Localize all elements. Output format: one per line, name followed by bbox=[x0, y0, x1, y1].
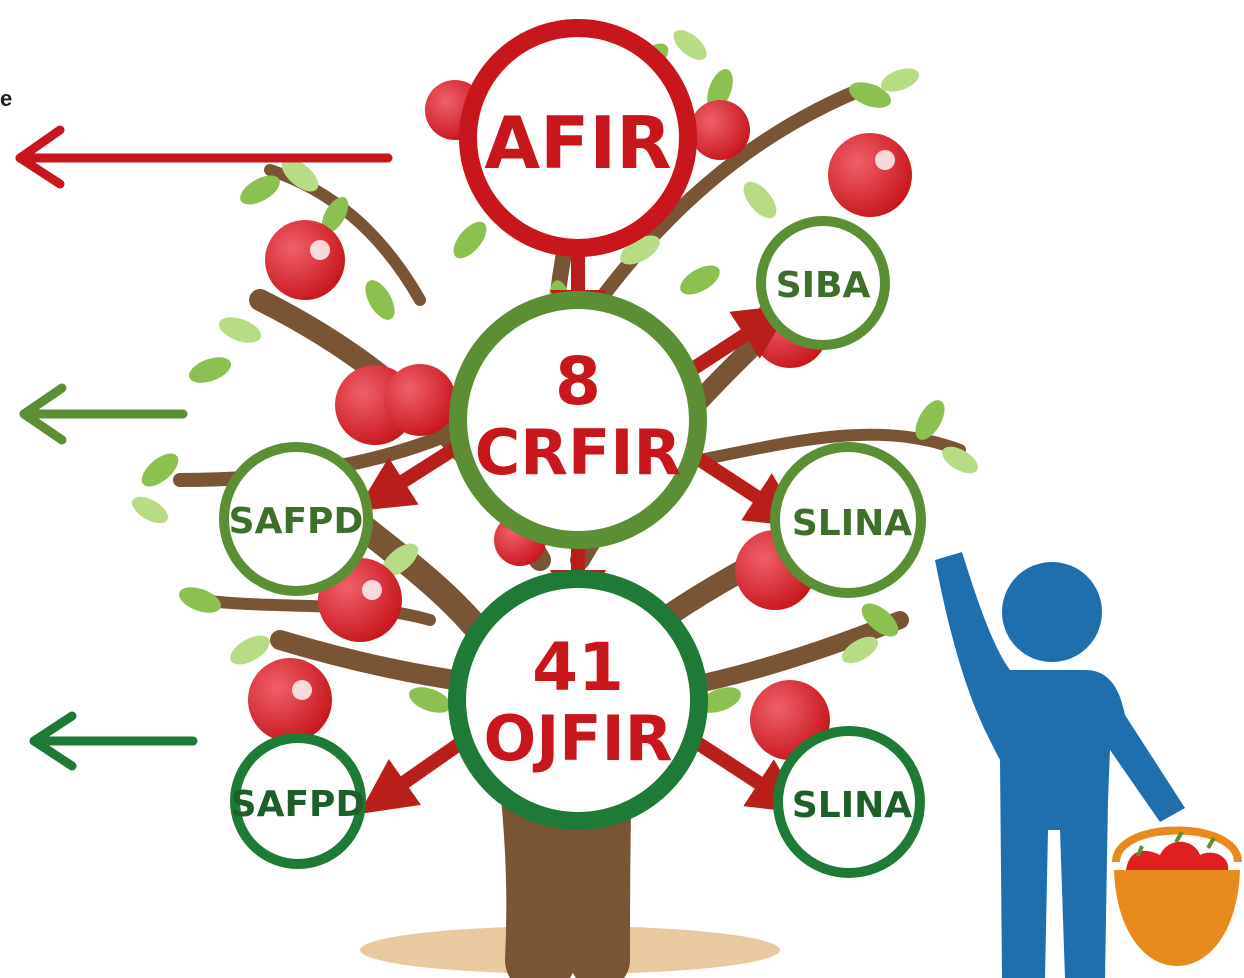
arrow-ojfir-to-slina-lower bbox=[692, 736, 806, 814]
label-ojfir-count: 41 bbox=[532, 629, 624, 706]
tree-leaves bbox=[131, 30, 979, 713]
node-ojfir bbox=[448, 570, 708, 830]
label-safpd-upper: SAFPD bbox=[229, 501, 364, 542]
arrow-crfir-to-siba bbox=[684, 304, 792, 378]
arrow-ojfir-to-safpd-lower bbox=[359, 736, 467, 815]
left-arrow-red bbox=[15, 125, 393, 189]
label-crfir: CRFIR bbox=[475, 416, 681, 489]
label-afir: AFIR bbox=[484, 101, 671, 185]
label-ojfir: OJFIR bbox=[484, 702, 673, 775]
arrow-crfir-to-slina-upper bbox=[690, 450, 804, 528]
left-arrow-green-lower bbox=[29, 711, 198, 771]
node-safpd-lower bbox=[230, 733, 366, 869]
label-crfir-count: 8 bbox=[555, 343, 601, 420]
arrow-crfir-to-safpd-upper bbox=[356, 438, 466, 511]
label-slina-lower: SLINA bbox=[792, 785, 912, 826]
person-picking-icon bbox=[935, 552, 1185, 978]
node-slina-upper bbox=[770, 442, 926, 598]
left-arrow-green-upper bbox=[19, 383, 188, 445]
node-crfir bbox=[449, 291, 707, 549]
label-slina-upper: SLINA bbox=[792, 503, 912, 544]
left-edge-text: e bbox=[0, 86, 13, 111]
node-siba bbox=[756, 216, 890, 350]
node-safpd-upper bbox=[219, 442, 373, 596]
apple-basket-icon bbox=[1112, 826, 1242, 966]
node-slina-lower bbox=[773, 726, 925, 878]
label-siba: SIBA bbox=[776, 265, 871, 306]
node-afir bbox=[459, 19, 697, 257]
label-safpd-lower: SAFPD bbox=[231, 784, 366, 825]
